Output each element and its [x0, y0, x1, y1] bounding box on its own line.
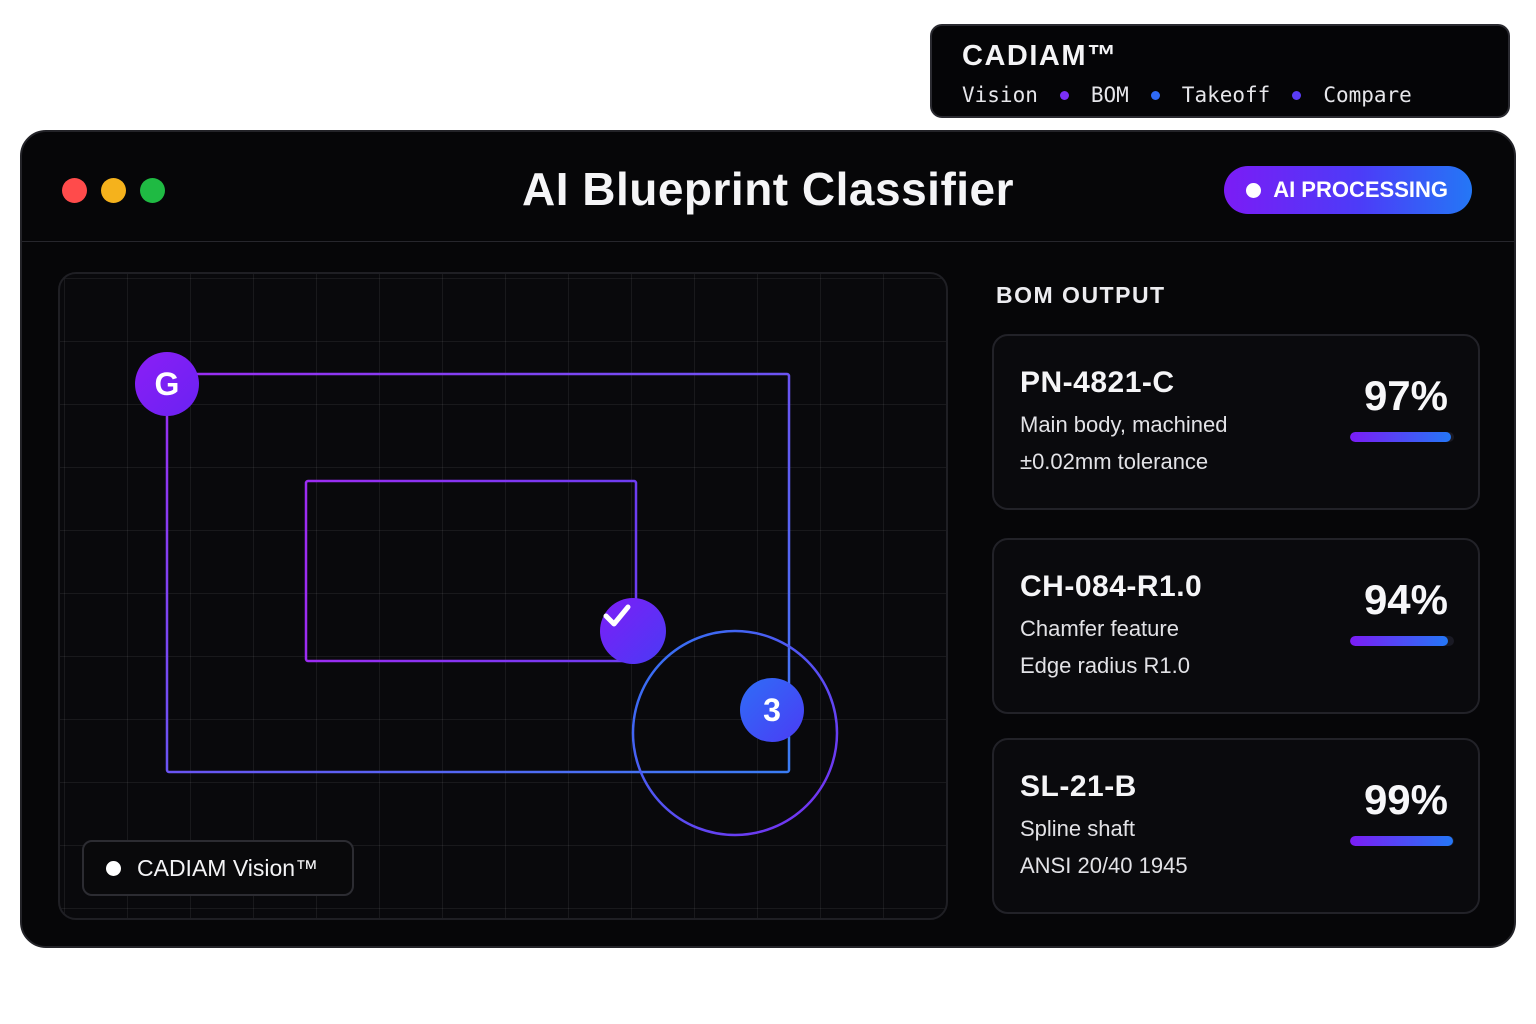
confidence-bar-fill	[1350, 636, 1448, 646]
window-controls	[62, 178, 165, 203]
cadiam-vision-tag: CADIAM Vision™	[82, 840, 354, 896]
status-dot-icon	[106, 860, 121, 876]
blueprint-drawing	[165, 332, 860, 837]
confidence-value: 99%	[1363, 776, 1448, 823]
maximize-window-button[interactable]	[140, 178, 165, 203]
bore-circle-outline	[631, 629, 839, 837]
marker-3[interactable]: 3	[740, 678, 804, 742]
brand-nav-bom[interactable]: BOM	[1090, 83, 1129, 107]
minimize-window-button[interactable]	[101, 178, 126, 203]
part-description: Main body, machined	[1020, 412, 1228, 437]
part-spec: ±0.02mm tolerance	[1020, 449, 1209, 474]
ai-processing-label: AI PROCESSING	[1273, 177, 1448, 202]
page-title: AI Blueprint Classifier	[521, 163, 1015, 215]
bom-output-heading: BOM OUTPUT	[996, 282, 1166, 308]
app-window: AI Blueprint Classifier AI PROCESSING	[20, 130, 1516, 948]
separator-dot-icon	[1292, 90, 1302, 100]
part-spec: Edge radius R1.0	[1020, 653, 1190, 678]
brand-title: CADIAM™	[962, 40, 1118, 72]
confidence-bar	[1350, 636, 1454, 646]
part-spec: ANSI 20/40 1945	[1020, 853, 1188, 878]
confidence-bar	[1350, 836, 1454, 846]
ai-processing-badge: AI PROCESSING	[1224, 166, 1472, 214]
bom-card[interactable]: SL-21-B Spline shaft ANSI 20/40 1945 99%	[992, 738, 1480, 914]
part-description: Spline shaft	[1020, 816, 1135, 841]
bom-card[interactable]: CH-084-R1.0 Chamfer feature Edge radius …	[992, 538, 1480, 714]
marker-g-label: G	[154, 365, 180, 402]
confidence-bar-fill	[1350, 432, 1451, 442]
close-window-button[interactable]	[62, 178, 87, 203]
confidence-bar	[1350, 432, 1454, 442]
cadiam-vision-label: CADIAM Vision™	[137, 854, 319, 881]
separator-dot-icon	[1150, 90, 1160, 100]
part-number: PN-4821-C	[1020, 366, 1175, 399]
confidence-value: 94%	[1363, 576, 1448, 623]
marker-3-label: 3	[763, 691, 781, 728]
check-icon	[603, 604, 631, 627]
marker-g[interactable]: G	[135, 352, 199, 416]
confidence-bar-fill	[1350, 836, 1453, 846]
status-dot-icon	[1246, 182, 1262, 198]
marker-check[interactable]	[600, 598, 666, 664]
brand-nav-compare[interactable]: Compare	[1323, 83, 1412, 107]
brand-nav: Vision BOM Takeoff Compare	[962, 83, 1478, 107]
inner-pocket-outline	[304, 479, 638, 663]
part-number: SL-21-B	[1020, 770, 1137, 803]
brand-nav-vision[interactable]: Vision	[962, 83, 1038, 107]
outer-part-outline	[165, 372, 791, 774]
bom-card[interactable]: PN-4821-C Main body, machined ±0.02mm to…	[992, 334, 1480, 510]
title-bar: AI Blueprint Classifier AI PROCESSING	[22, 132, 1514, 242]
confidence-value: 97%	[1363, 372, 1448, 419]
blueprint-canvas[interactable]: G 3 CADIAM Vision™	[58, 272, 948, 920]
brand-tag: CADIAM™ Vision BOM Takeoff Compare	[930, 24, 1510, 118]
brand-nav-takeoff[interactable]: Takeoff	[1181, 83, 1271, 107]
part-number: CH-084-R1.0	[1020, 570, 1203, 603]
part-description: Chamfer feature	[1020, 616, 1179, 641]
separator-dot-icon	[1059, 90, 1069, 100]
